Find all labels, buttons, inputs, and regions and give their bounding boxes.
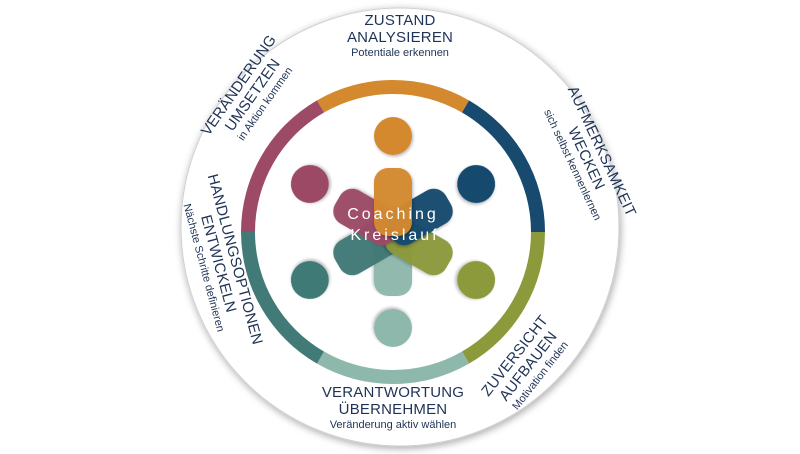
center-title-line1: Coaching	[347, 206, 439, 223]
step-label-analysieren: ZUSTAND ANALYSIEREN Potentiale erkennen	[347, 12, 453, 59]
ring-segment-olive	[462, 232, 545, 364]
ring-segment-berry	[241, 100, 324, 232]
step-subtitle: Potentiale erkennen	[351, 47, 449, 59]
step-label-uebernehmen: VERANTWORTUNG ÜBERNEHMEN Veränderung akt…	[322, 384, 464, 431]
ring-segment-orange	[317, 79, 469, 113]
cycle-ring	[241, 79, 545, 384]
person-figure-orange	[374, 117, 412, 236]
step-subtitle: Veränderung aktiv wählen	[330, 419, 457, 431]
ring-segment-sage	[317, 351, 469, 384]
step-title-2: ÜBERNEHMEN	[339, 400, 448, 418]
step-title-1: ZUSTAND	[364, 12, 435, 29]
center-title-line2: Kreislauf	[350, 227, 439, 244]
ring-segment-teal	[241, 232, 324, 364]
ring-segment-navy	[462, 100, 545, 232]
step-title-2: ANALYSIEREN	[347, 29, 453, 46]
step-title-1: VERANTWORTUNG	[322, 384, 464, 401]
people-figures	[290, 117, 496, 347]
